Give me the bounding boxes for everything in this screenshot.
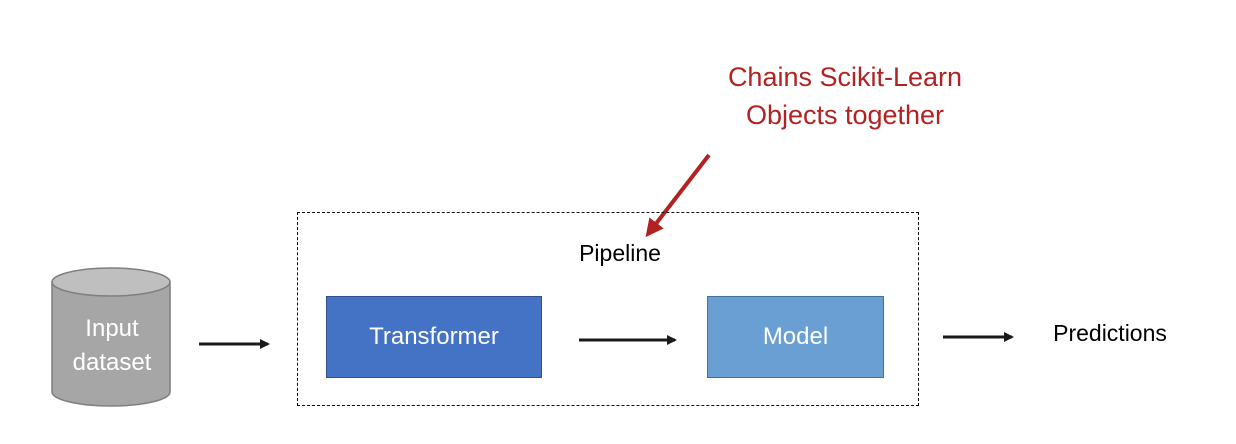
database-icon	[51, 267, 171, 407]
transformer-label: Transformer	[369, 323, 499, 350]
annotation-text: Chains Scikit-Learn Objects together	[690, 58, 1000, 134]
model-node: Model	[707, 296, 884, 378]
annotation-line-2: Objects together	[745, 100, 945, 130]
annotation-line-1: Chains Scikit-Learn	[727, 62, 963, 92]
input-dataset-label: Input dataset	[52, 312, 172, 380]
predictions-label: Predictions	[1053, 320, 1167, 346]
pipeline-label: Pipeline	[579, 240, 661, 266]
input-dataset-line-2: dataset	[72, 349, 152, 376]
pipeline-container	[297, 212, 919, 406]
transformer-node: Transformer	[326, 296, 542, 378]
model-label: Model	[762, 323, 829, 350]
annotation-arrow	[645, 153, 711, 238]
input-dataset-line-1: Input	[85, 315, 139, 342]
